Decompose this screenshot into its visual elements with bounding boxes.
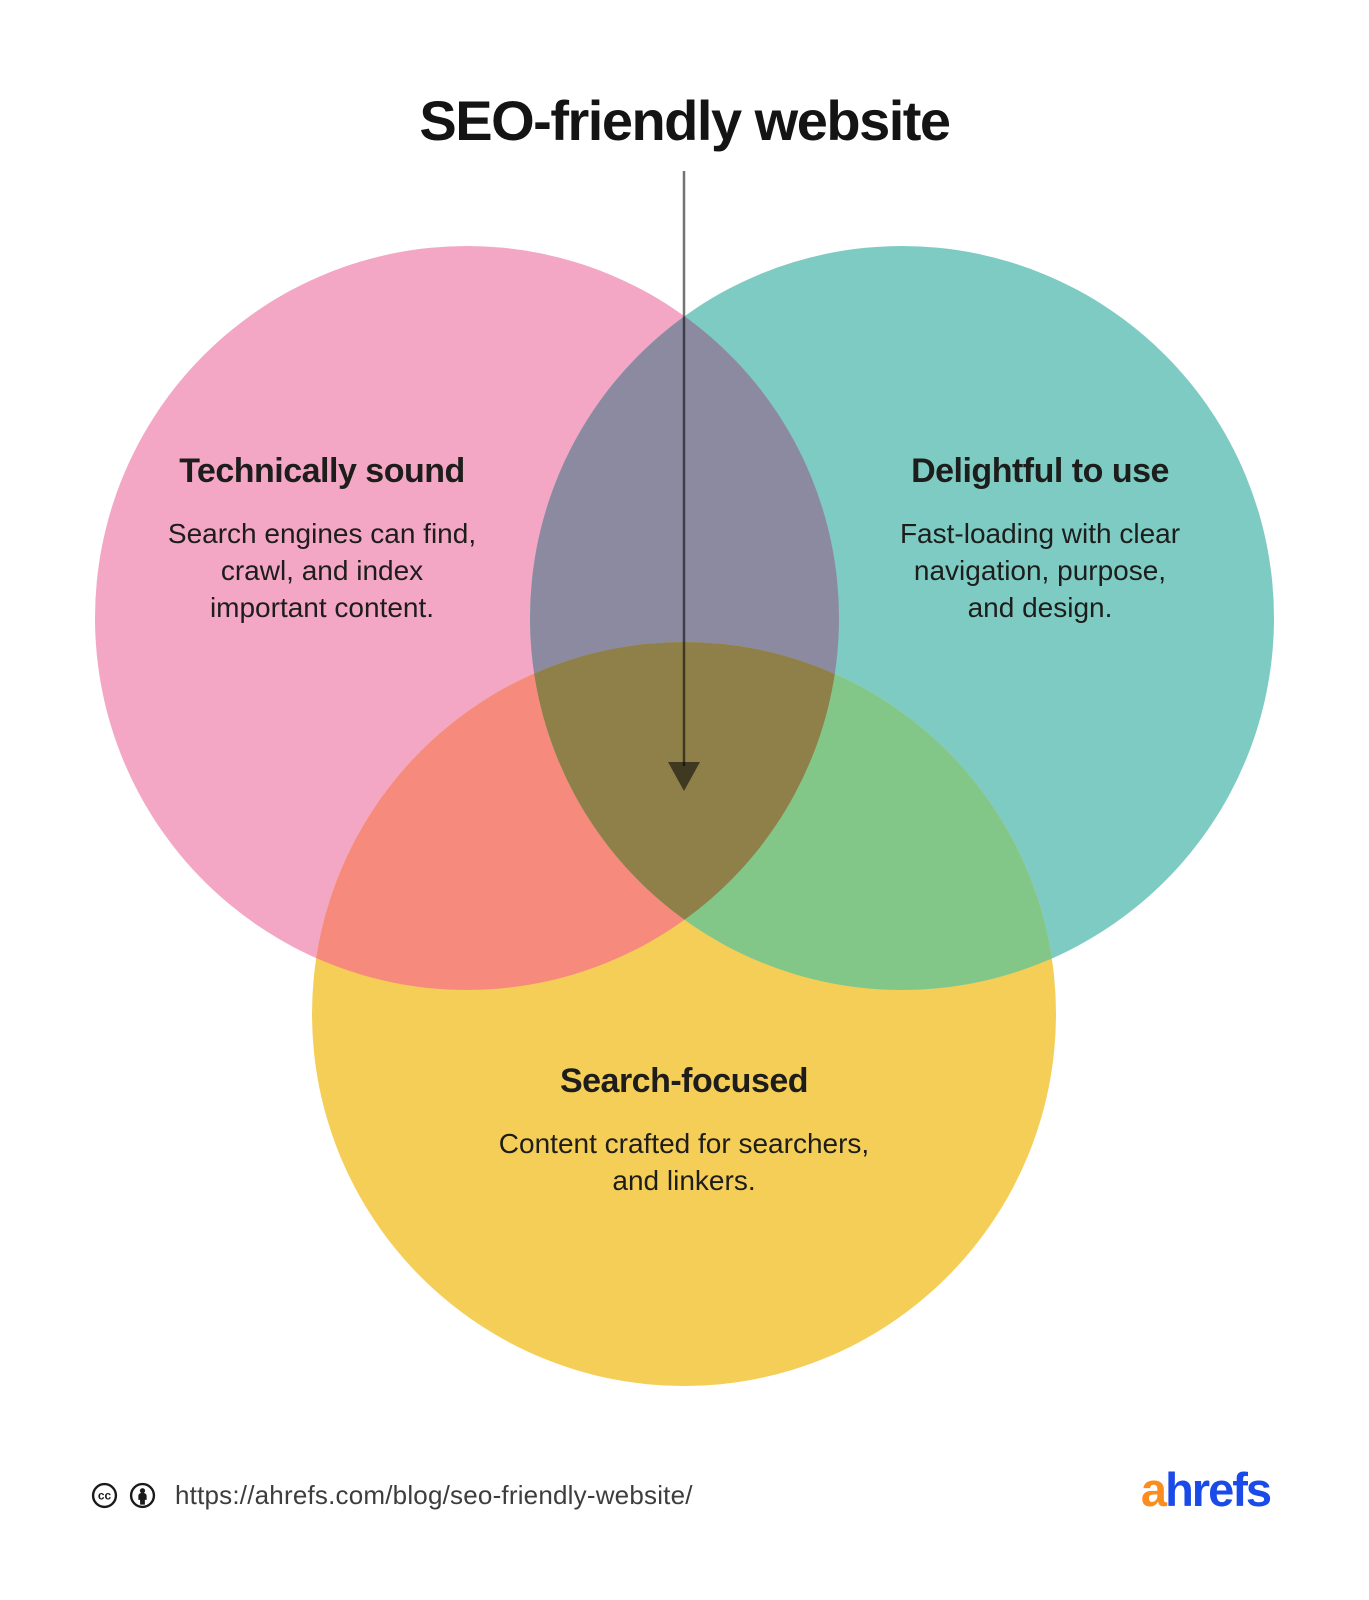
source-url-link[interactable]: https://ahrefs.com/blog/seo-friendly-web… [175,1479,693,1510]
svg-text:cc: cc [98,1488,112,1502]
attribution-icon [129,1482,156,1508]
section-heading: Delightful to use [911,452,1169,490]
body-line: and linkers. [612,1165,756,1196]
overlap-teal-yellow [530,642,1056,990]
body-line: Content crafted for searchers, [498,1128,870,1159]
cc-license-icon: cc [91,1482,118,1508]
section-technically-sound: Technically sound Search engines can fin… [122,452,522,626]
section-heading: Search-focused [559,1062,809,1100]
section-body: Search engines can find, crawl, and inde… [122,515,522,626]
section-heading: Technically sound [179,452,465,490]
section-search-focused: Search-focused Content crafted for searc… [434,1062,934,1199]
license-bar: cc https://ahrefs.com/blog/seo-friendly-… [91,1480,693,1510]
body-line: Fast-loading with clear [899,518,1181,549]
body-line: and design. [967,592,1113,623]
section-body: Fast-loading with clear navigation, purp… [840,515,1240,626]
body-line: Search engines can find, [167,518,477,549]
section-delightful-to-use: Delightful to use Fast-loading with clea… [840,452,1240,626]
section-body: Content crafted for searchers, and linke… [434,1125,934,1199]
body-line: important content. [209,592,435,623]
ahrefs-logo[interactable]: ahrefs [1140,1463,1272,1516]
body-line: crawl, and index [220,555,424,586]
ahrefs-logo-hrefs: hrefs [1165,1463,1272,1516]
body-line: navigation, purpose, [913,555,1167,586]
center-arrow-head-icon [668,762,700,791]
diagram-title: SEO-friendly website [419,89,951,152]
ahrefs-logo-a: a [1140,1463,1167,1516]
overlap-pink-yellow [312,642,839,990]
